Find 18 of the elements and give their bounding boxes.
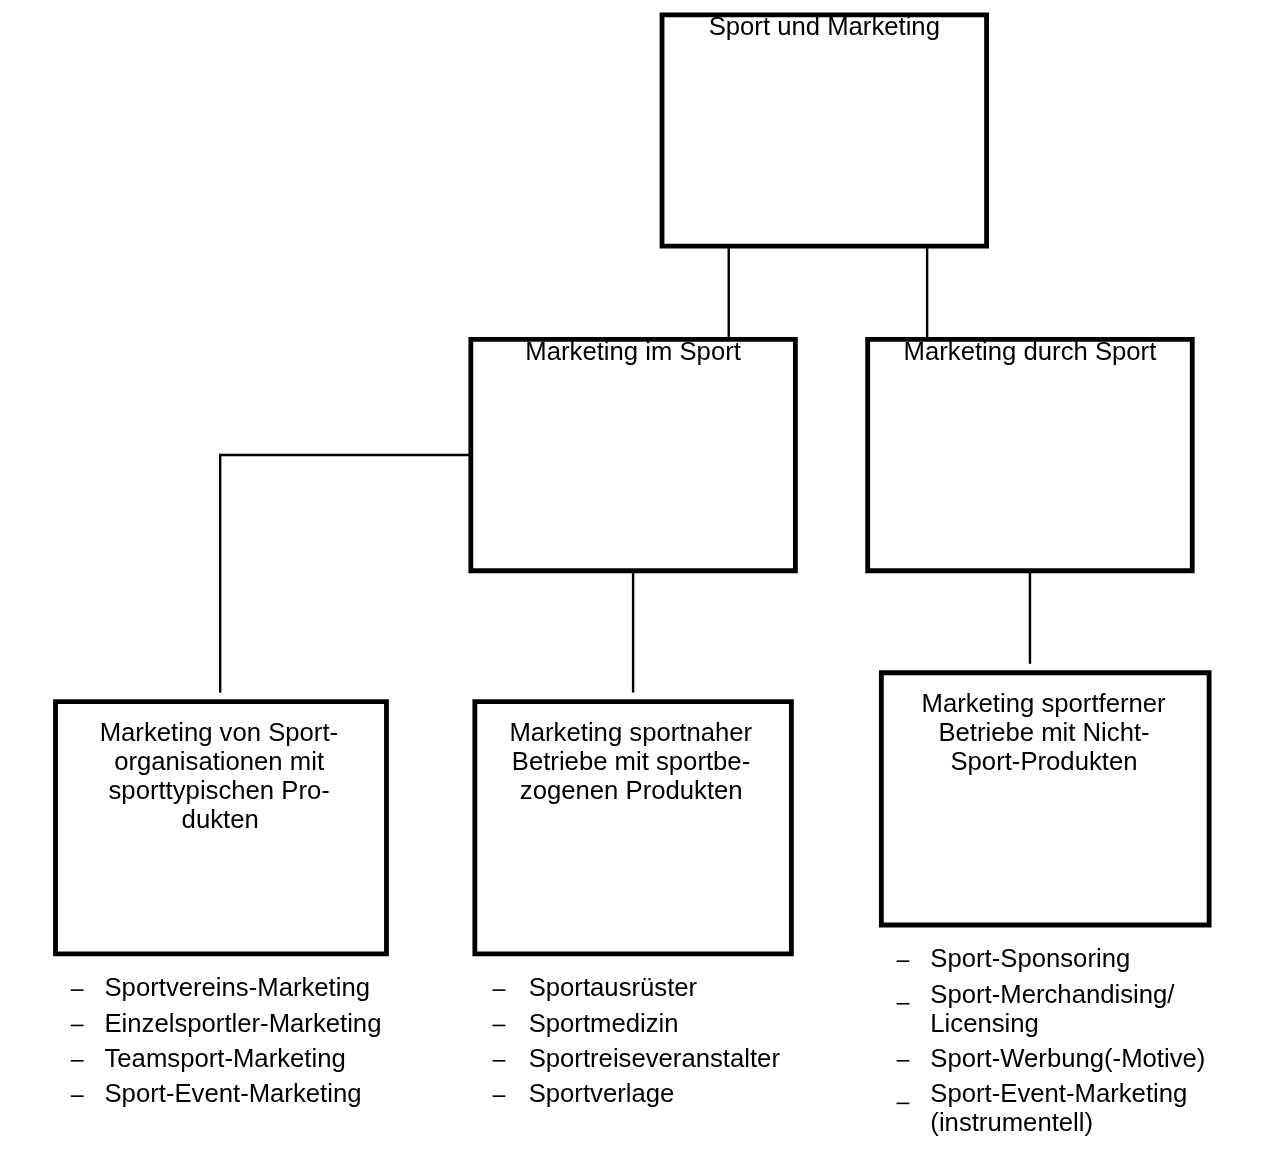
node-label: Sportvereins-Marketing	[104, 973, 371, 1002]
node-box: Sport und Marketing	[659, 12, 989, 249]
connector	[727, 246, 730, 340]
node-label: Sport-Sponsoring	[930, 944, 1131, 973]
connector	[1028, 571, 1032, 664]
node-box: Marketing durch Sport	[865, 336, 1195, 574]
connector	[925, 246, 929, 340]
node-label: Sportausrüster	[528, 973, 698, 1002]
node-label: Einzelsportler-Marketing	[104, 1008, 382, 1037]
node-label: Sport-Event-Marketing (instrumentell)	[930, 1079, 1188, 1137]
connector	[218, 453, 471, 693]
node-label: Sportreiseveranstalter	[528, 1043, 780, 1072]
node-label: Sportmedizin	[528, 1008, 679, 1037]
connector	[631, 571, 635, 693]
node-box: Marketing im Sport	[468, 336, 798, 574]
node-label: Sport-Merchandising/ Licensing	[930, 979, 1175, 1037]
node-label: Teamsport-Marketing	[104, 1043, 346, 1072]
node-label: Sport-Werbung(-Motive)	[930, 1043, 1206, 1072]
